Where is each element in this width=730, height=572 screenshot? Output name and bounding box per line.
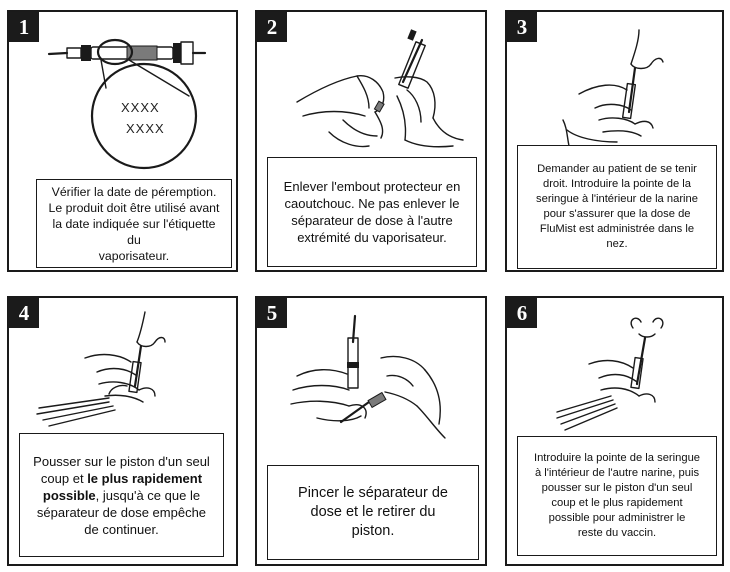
caption-line: de continuer. [84,521,159,537]
step-3-panel: 3 Demander au patient de se tenir droit.… [505,10,724,272]
caption-line: Enlever l'embout protecteur en [283,179,461,194]
step-6-caption: Introduire la pointe de la seringue à l'… [517,436,717,556]
step-number: 6 [507,298,537,328]
caption-line: possible pour administrer le [548,512,686,524]
step-5-panel: 5 Pincer le séparateur de dose et le ret… [255,296,487,566]
caption-line: nez. [606,238,628,250]
caption-emphasis: possible [42,487,96,503]
step-2-caption: Enlever l'embout protecteur en caoutchou… [267,157,477,267]
insert-into-nostril-illustration [507,12,726,152]
caption-line: pousser sur le piston d'un seul [541,482,693,494]
caption-line: Pousser sur le piston d'un seul [33,453,210,469]
caption-text: coup et [40,470,88,486]
step-4-caption: Pousser sur le piston d'un seul coup et … [19,433,224,557]
caption-line: coup et le plus rapidement [551,497,683,509]
step-3-caption: Demander au patient de se tenir droit. I… [517,145,717,269]
caption-line: extrémité du vaporisateur. [297,230,447,245]
step-1-panel: 1 XXXX XXXX Vérifier la date de pérempti… [7,10,238,272]
step-number: 3 [507,12,537,42]
caption-emphasis: le plus rapidement [87,470,203,486]
step-number: 5 [257,298,287,328]
caption-line: Pincer le séparateur de [298,485,448,501]
step-2-panel: 2 Enlever l'embout protecteur en caoutch… [255,10,487,272]
caption-line: vaporisateur. [98,248,170,263]
step-4-panel: 4 Pousser sur le piston d'un seul coup e… [7,296,238,566]
caption-line: la date indiquée sur l'étiquette du [52,216,216,247]
step-5-caption: Pincer le séparateur de dose et le retir… [267,465,479,560]
caption-line: Introduire la pointe de la seringue [533,452,701,464]
expiry-label-line-2: XXXX [126,121,165,136]
step-number: 2 [257,12,287,42]
step-6-panel: 6 Introduire la pointe de la seringue à … [505,296,724,566]
step-number: 1 [9,12,39,42]
remove-dose-divider-illustration [257,298,489,458]
caption-line: seringue à l'intérieur de la narine [536,193,698,205]
expiry-label-line-1: XXXX [121,100,160,115]
caption-line: possible, jusqu'à ce que le [33,487,210,504]
step-1-caption: Vérifier la date de péremption. Le produ… [36,179,232,268]
caption-line: caoutchouc. Ne pas enlever le [284,196,460,211]
step-number: 4 [9,298,39,328]
caption-line: séparateur de dose à l'autre [291,213,453,228]
caption-line: séparateur de dose empêche [36,504,207,520]
caption-line: Demander au patient de se tenir [537,163,697,175]
caption-line: pour s'assurer que la dose de [543,208,691,220]
caption-line: à l'intérieur de l'autre narine, puis [534,467,700,479]
remove-tip-illustration [257,29,489,162]
caption-line: piston. [351,523,395,539]
caption-line: coup et le plus rapidement [33,470,210,487]
caption-line: Le produit doit être utilisé avant [48,200,220,215]
caption-text: , jusqu'à ce que le [95,487,201,503]
caption-line: Vérifier la date de péremption. [51,184,217,199]
sprayer-expiry-illustration: XXXX XXXX [9,12,240,187]
caption-line: reste du vaccin. [577,527,657,539]
other-nostril-illustration [507,298,726,438]
caption-line: droit. Introduire la pointe de la [542,178,692,190]
caption-line: dose et le retirer du [310,504,436,520]
caption-line: FluMist est administrée dans le [539,223,695,235]
push-plunger-illustration [9,298,240,438]
